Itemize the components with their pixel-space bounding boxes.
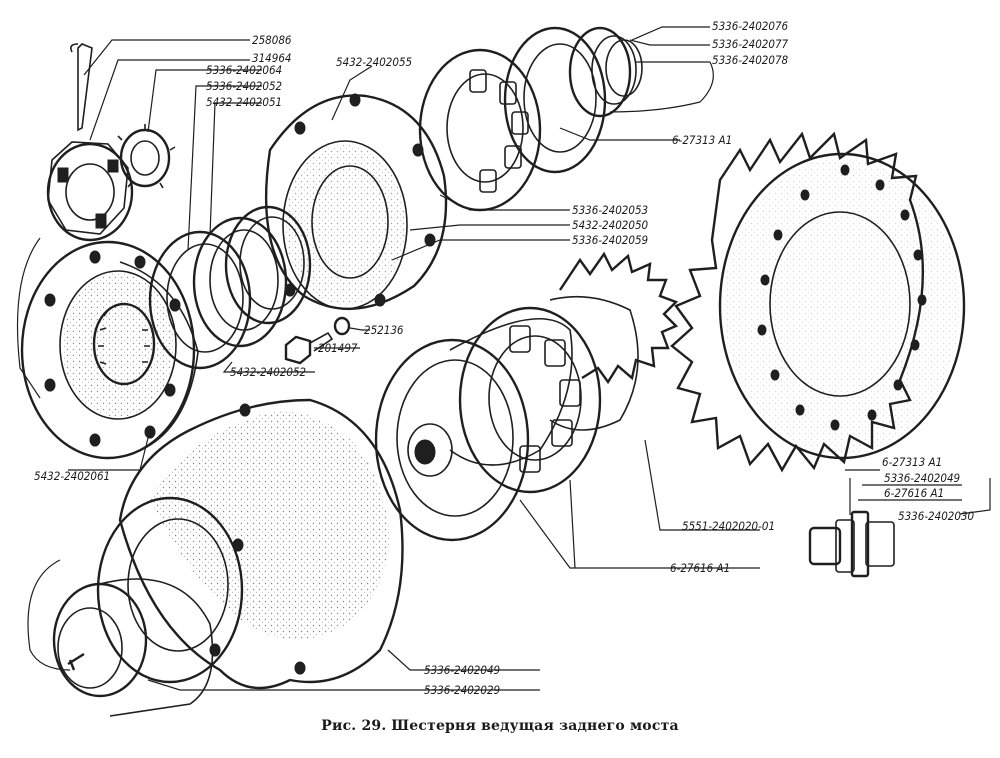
oil-seal-inner [192,216,288,348]
pinion-roller-bearing [458,306,602,494]
label-252136: 252136 [364,323,404,337]
label-5551-2402020-01: 5551-2402020-01 [682,519,775,533]
figure-number: Рис. 29. [321,718,387,734]
pinion-housing [96,398,404,690]
label-5336-2402078: 5336-2402078 [712,53,789,67]
bearing-cup-ring [374,338,530,542]
label-258086: 258086 [252,33,292,47]
small-bearing-set [808,510,895,578]
label-314964: 314964 [252,51,292,65]
label-5336-2402052: 5336-2402052 [206,79,282,93]
label-5336-2402059: 5336-2402059 [572,233,648,247]
label-201497: 201497 [318,341,358,355]
part-labels: 258086 314964 5336-2402064 5336-2402052 … [34,19,975,697]
castle-nut [46,141,134,242]
label-6-27616A1: 6-27616 А1 [670,561,730,575]
bearing-cover [264,93,448,311]
figure-title: Шестерня ведущая заднего моста [391,718,679,734]
shim-pack [503,26,643,174]
roller-bearing-top [418,48,542,212]
drive-pinion [449,251,679,466]
housing-tube [52,578,214,717]
label-5432-2402055: 5432-2402055 [336,55,413,69]
cotter-pin [70,43,93,132]
label-5336-2402077: 5336-2402077 [712,37,789,51]
label-6-27313A1-top: 6-27313 А1 [672,133,732,147]
oil-seal-outer [148,230,252,370]
figure-caption: Рис. 29. Шестерня ведущая заднего моста [0,718,1000,734]
label-5336-2402049-right: 5336-2402049 [884,471,960,485]
leader-lines [16,26,991,691]
label-5432-2402061: 5432-2402061 [34,469,110,483]
bolt [284,331,334,365]
label-5432-2402051: 5432-2402051 [206,95,282,109]
label-6-27616A1-right: 6-27616 А1 [884,486,944,500]
label-5432-2402052: 5432-2402052 [230,365,306,379]
drive-flange [20,240,199,460]
spring-washer [333,316,351,336]
lock-washer [117,124,176,189]
label-5336-2402049: 5336-2402049 [424,663,500,677]
label-6-27313A1-right: 6-27313 А1 [882,455,942,469]
label-5336-2402053: 5336-2402053 [572,203,648,217]
label-5336-2402064: 5336-2402064 [206,63,282,77]
label-5336-2402029: 5336-2402029 [424,683,500,697]
ring-gear [670,131,966,473]
label-5336-2402076: 5336-2402076 [712,19,789,33]
label-5336-2402030: 5336-2402030 [898,509,975,523]
label-5432-2402050: 5432-2402050 [572,218,649,232]
